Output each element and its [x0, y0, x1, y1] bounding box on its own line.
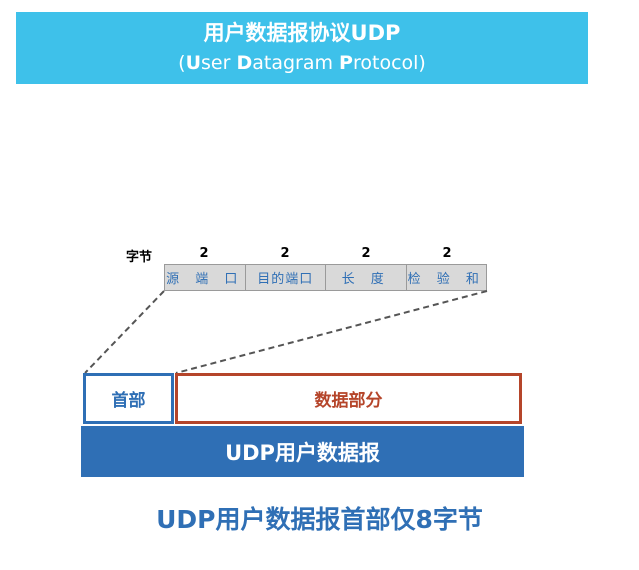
subtitle-part: atagram — [252, 52, 340, 74]
data-box: 数据部分 — [175, 373, 522, 424]
field-dest-port: 目的端口 — [246, 265, 326, 290]
byte-count-length: 2 — [361, 246, 371, 261]
field-source-port: 源 端 口 — [165, 265, 246, 290]
subtitle-part: ( — [178, 52, 186, 74]
subtitle-part: ser — [201, 52, 237, 74]
connector-left — [84, 290, 165, 374]
field-checksum: 检 验 和 — [407, 272, 485, 287]
byte-count-source-port: 2 — [199, 246, 209, 261]
udp-label: UDP用户数据报 — [225, 440, 380, 465]
bytes-label: 字节 — [126, 250, 153, 265]
header-box: 首部 — [83, 373, 174, 424]
udp-datagram-bar: UDP用户数据报 — [81, 426, 524, 477]
header-label: 首部 — [111, 391, 146, 411]
subtitle-part-bold: D — [236, 52, 253, 74]
header-fields-row: 源 端 口 目的端口 长 度 检 验 和 — [164, 264, 487, 291]
subtitle-part-bold: U — [185, 52, 201, 74]
connector-right — [175, 290, 488, 374]
data-label: 数据部分 — [314, 391, 383, 411]
subtitle-part: rotocol) — [352, 52, 426, 74]
caption: UDP用户数据报首部仅8字节 — [156, 505, 483, 534]
subtitle-part-bold: P — [339, 52, 353, 74]
byte-count-dest-port: 2 — [280, 246, 290, 261]
banner-subtitle: (User Datagram Protocol) — [16, 50, 588, 76]
title-banner: 用户数据报协议UDP (User Datagram Protocol) — [16, 12, 588, 84]
banner-title: 用户数据报协议UDP — [203, 21, 401, 45]
field-length: 长 度 — [326, 265, 407, 290]
byte-count-checksum: 2 — [442, 246, 452, 261]
